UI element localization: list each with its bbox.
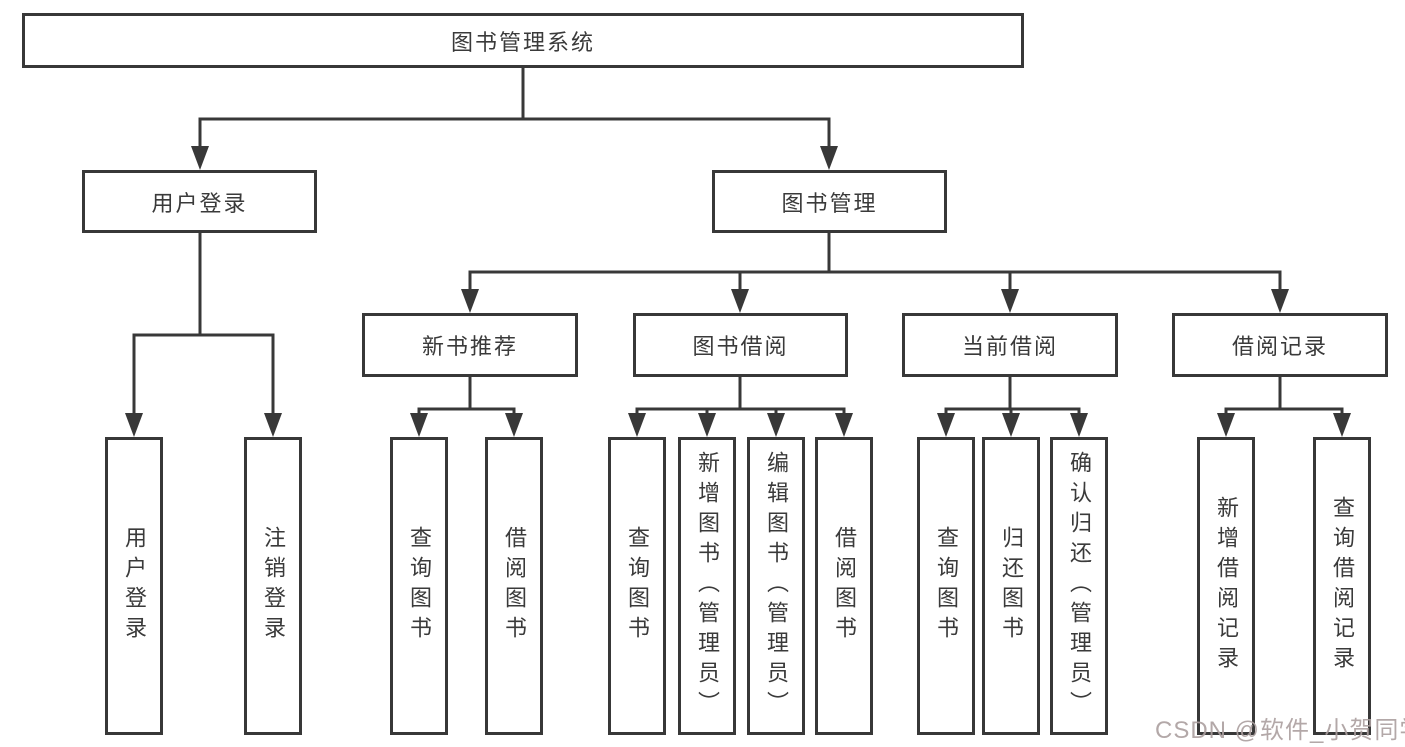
edge-root-to-level2 bbox=[198, 68, 831, 152]
node-label: 用户登录 bbox=[151, 190, 248, 216]
leaf-label: 注销登录 bbox=[261, 526, 286, 646]
leaf-add-borrow-record: 新增借阅记录 bbox=[1197, 437, 1255, 735]
arrowhead bbox=[767, 413, 785, 437]
node-label: 图书管理系统 bbox=[450, 29, 595, 55]
leaf-label: 查询图书 bbox=[934, 526, 959, 646]
node-book-borrowing: 图书借阅 bbox=[633, 313, 848, 377]
leaf-label: 归还图书 bbox=[999, 526, 1024, 646]
leaf-borrow-books: 借阅图书 bbox=[815, 437, 873, 735]
leaf-edit-books-admin: 编辑图书（管理员） bbox=[747, 437, 805, 735]
leaf-label: 查询借阅记录 bbox=[1330, 496, 1355, 676]
leaf-label: 借阅图书 bbox=[832, 526, 857, 646]
node-new-book-recommend: 新书推荐 bbox=[362, 313, 578, 377]
arrowhead bbox=[1217, 413, 1235, 437]
arrowhead bbox=[628, 413, 646, 437]
node-label: 新书推荐 bbox=[421, 334, 518, 359]
leaf-query-books-recommend: 查询图书 bbox=[390, 437, 448, 735]
arrowhead bbox=[191, 146, 209, 170]
arrowhead bbox=[505, 413, 523, 437]
leaf-label: 用户登录 bbox=[122, 526, 147, 646]
leaf-confirm-return-admin: 确认归还（管理员） bbox=[1050, 437, 1108, 735]
arrowheads bbox=[125, 146, 1351, 437]
leaf-borrow-books-recommend: 借阅图书 bbox=[485, 437, 543, 735]
leaf-label: 查询图书 bbox=[407, 526, 432, 646]
arrowhead bbox=[937, 413, 955, 437]
leaf-label: 确认归还（管理员） bbox=[1067, 451, 1092, 721]
leaf-add-books-admin: 新增图书（管理员） bbox=[678, 437, 736, 735]
arrowhead bbox=[820, 146, 838, 170]
arrowhead bbox=[1001, 289, 1019, 313]
leaf-query-books-current: 查询图书 bbox=[917, 437, 975, 735]
leaf-return-books: 归还图书 bbox=[982, 437, 1040, 735]
node-label: 借阅记录 bbox=[1231, 334, 1328, 359]
leaf-query-borrow-record: 查询借阅记录 bbox=[1313, 437, 1371, 735]
arrowhead bbox=[1271, 289, 1289, 313]
node-book-management: 图书管理 bbox=[712, 170, 947, 233]
node-library-management-system: 图书管理系统 bbox=[22, 13, 1024, 68]
leaf-logout: 注销登录 bbox=[244, 437, 302, 735]
leaf-label: 借阅图书 bbox=[502, 526, 527, 646]
edge-borrow-to-leaves bbox=[635, 377, 846, 420]
arrowhead bbox=[264, 413, 282, 437]
leaf-query-books-borrow: 查询图书 bbox=[608, 437, 666, 735]
arrowhead bbox=[461, 289, 479, 313]
leaf-label: 新增借阅记录 bbox=[1214, 496, 1239, 676]
arrowhead bbox=[1333, 413, 1351, 437]
arrowhead bbox=[125, 413, 143, 437]
leaf-label: 编辑图书（管理员） bbox=[764, 451, 789, 721]
node-label: 当前借阅 bbox=[961, 334, 1058, 359]
node-borrow-records: 借阅记录 bbox=[1172, 313, 1388, 377]
leaf-label: 新增图书（管理员） bbox=[695, 451, 720, 721]
edge-userlogin-to-leaves bbox=[132, 233, 275, 420]
node-label: 图书借阅 bbox=[692, 334, 789, 359]
leaf-label: 查询图书 bbox=[625, 526, 650, 646]
arrowhead bbox=[731, 289, 749, 313]
node-current-borrowing: 当前借阅 bbox=[902, 313, 1118, 377]
arrowhead bbox=[410, 413, 428, 437]
node-user-login: 用户登录 bbox=[82, 170, 317, 233]
arrowhead bbox=[1002, 413, 1020, 437]
arrowhead bbox=[1070, 413, 1088, 437]
leaf-user-login: 用户登录 bbox=[105, 437, 163, 735]
arrowhead bbox=[698, 413, 716, 437]
node-label: 图书管理 bbox=[781, 190, 878, 216]
edge-records-to-leaves bbox=[1224, 377, 1344, 420]
edge-newrec-to-leaves bbox=[417, 377, 516, 420]
edge-bookmgmt-to-groups bbox=[468, 233, 1282, 295]
csdn-watermark: CSDN @软件_小贺同学 bbox=[1155, 717, 1405, 744]
arrowhead bbox=[835, 413, 853, 437]
